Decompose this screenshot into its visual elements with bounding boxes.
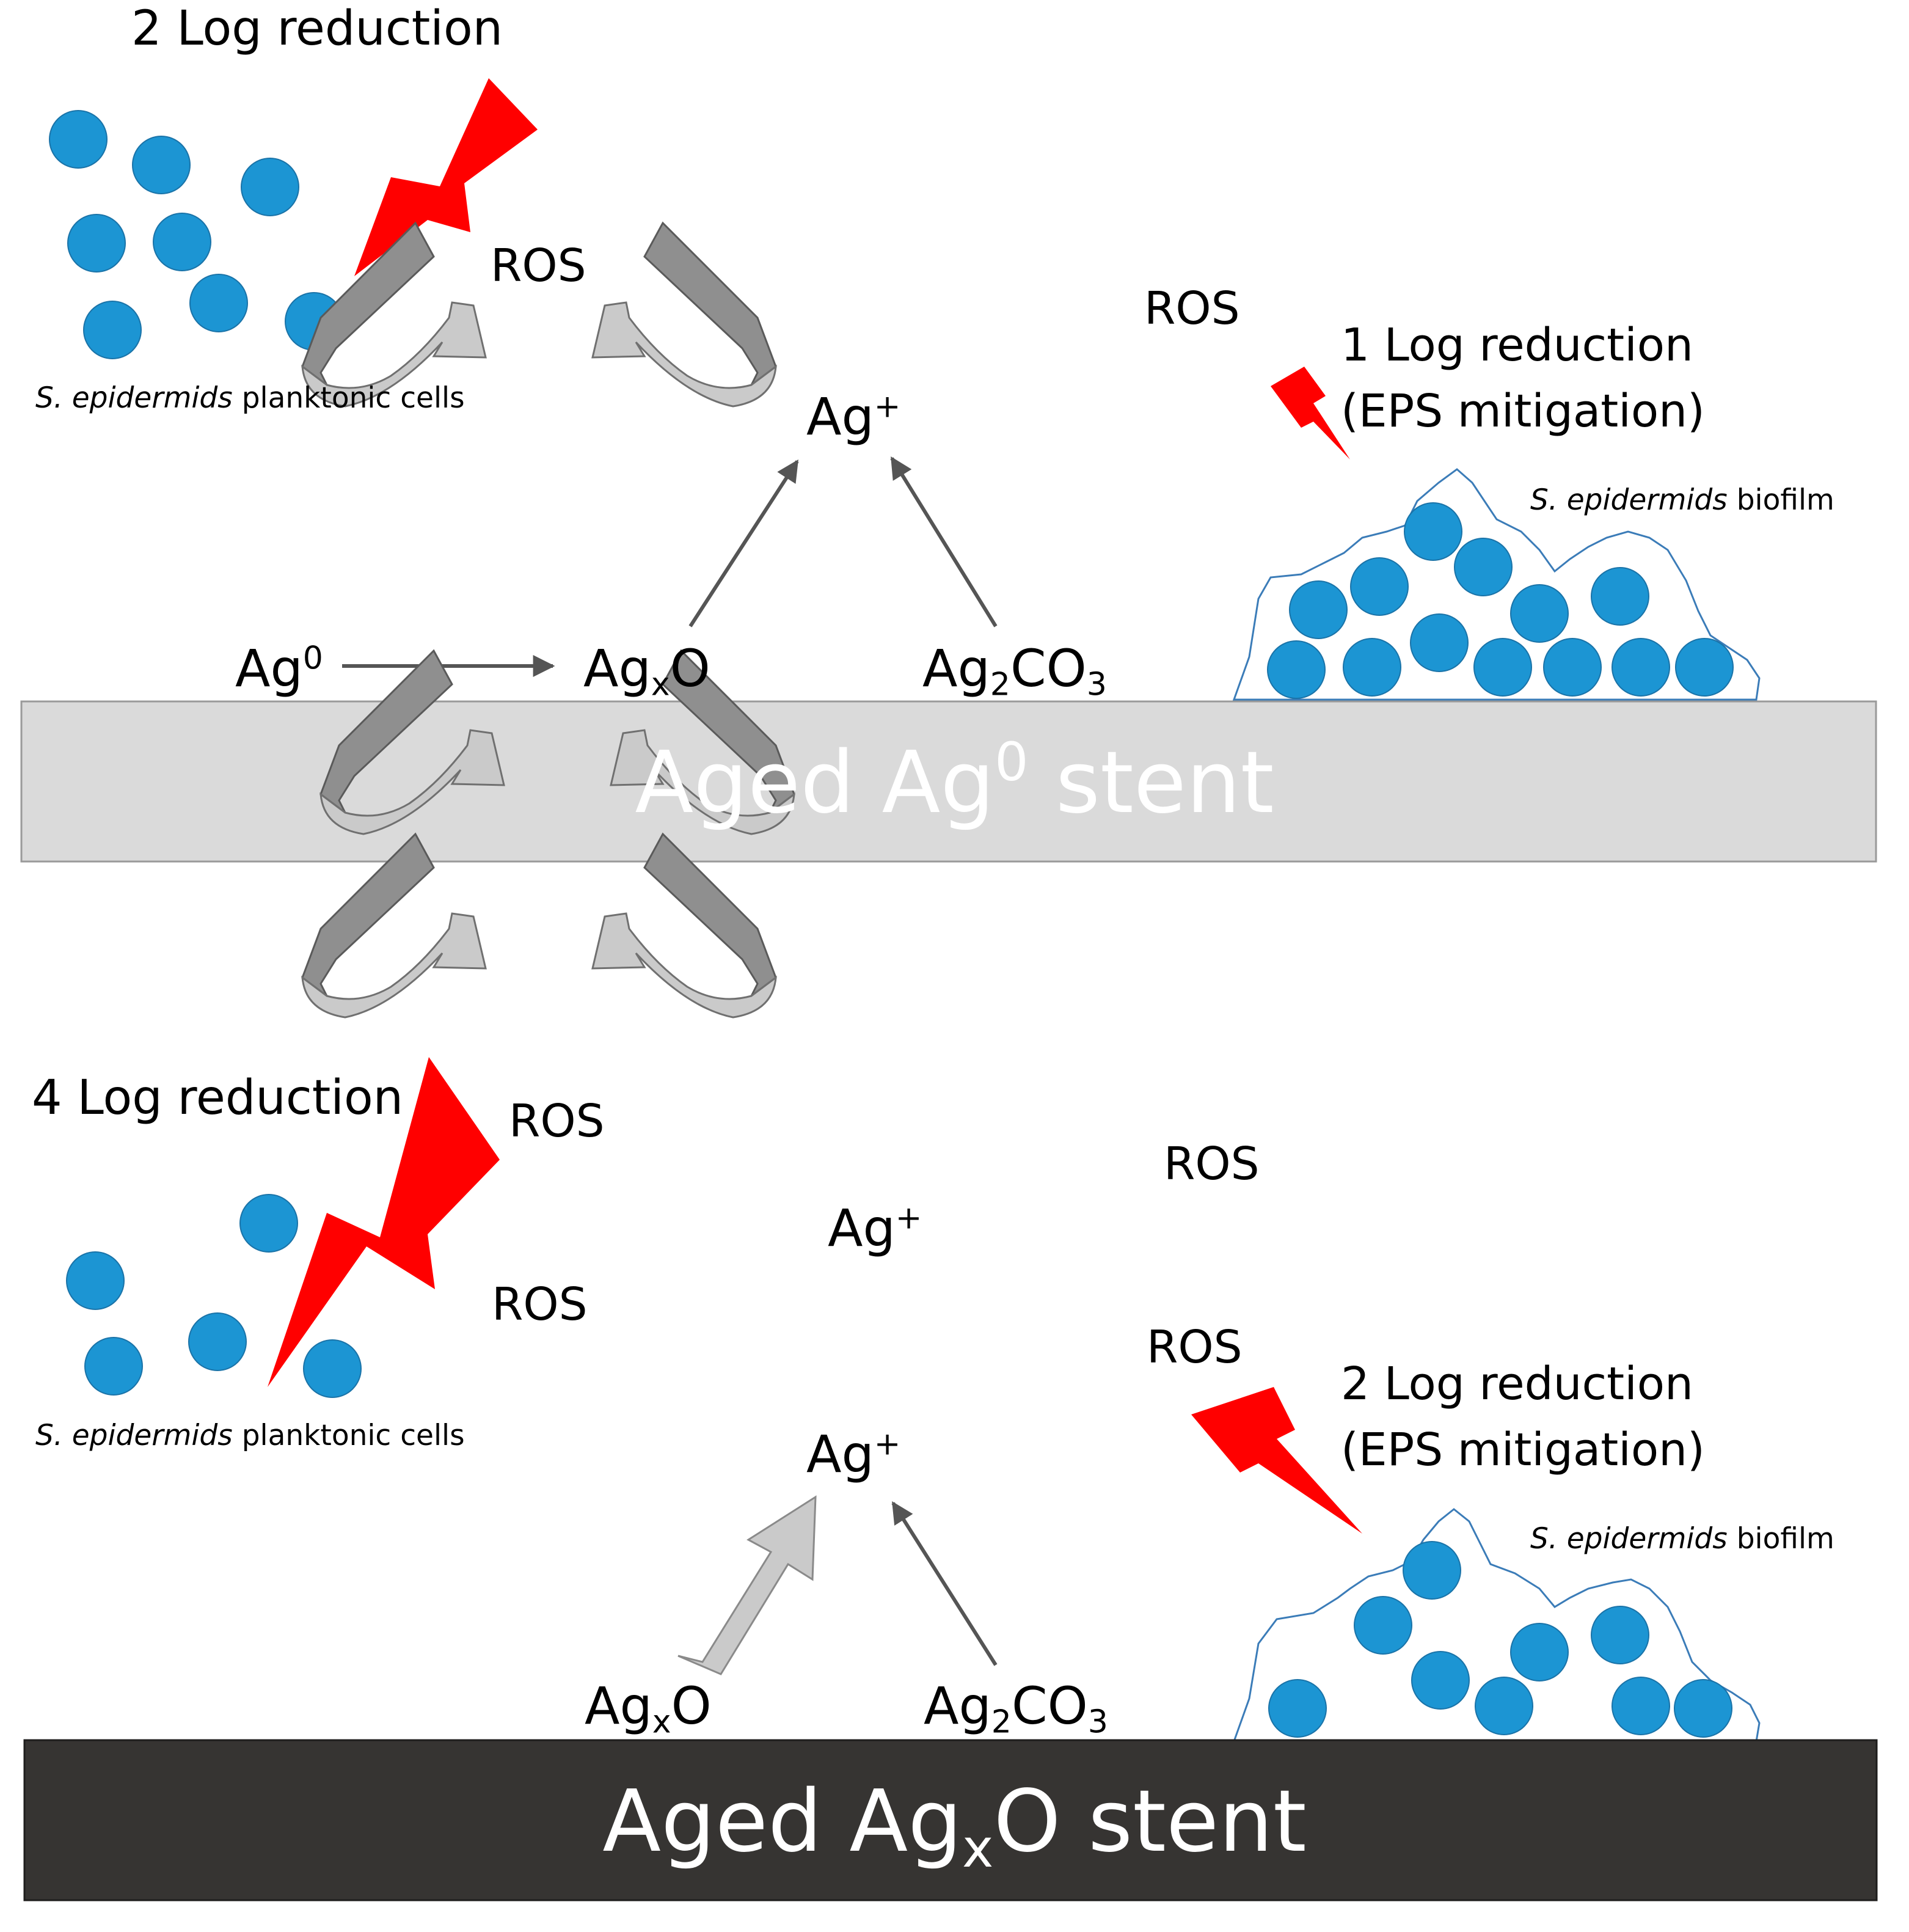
bottom-ag-plus-upper-label: Ag+ (828, 1198, 922, 1258)
biofilm-outline (1232, 468, 1761, 701)
bacterial-cell (1473, 638, 1532, 697)
bacterial-cell (1591, 1606, 1649, 1664)
bacterial-cell (1612, 638, 1670, 697)
curved-ros-arrow-icon (591, 832, 777, 1019)
bacterial-cell (1510, 1623, 1569, 1681)
bottom-ros-lower-left-label: ROS (492, 1278, 588, 1331)
bottom-stent-label: Aged AgxO stent (602, 1772, 1307, 1880)
biofilm-outline (1232, 1508, 1761, 1743)
top-panel (20, 78, 1877, 863)
bacterial-cell (1350, 557, 1409, 616)
bottom-planktonic-caption: S. epidermids planktonic cells (35, 1419, 465, 1452)
top-ag2co3-label: Ag2CO3 (922, 639, 1107, 703)
bacterial-cell (1410, 613, 1469, 672)
bottom-agxo-label: AgxO (585, 1676, 712, 1741)
lightning-bolt-icon (1271, 367, 1350, 459)
bacterial-cell (1268, 1679, 1327, 1738)
bacterial-cell (1675, 638, 1734, 697)
top-biofilm-reduction-label: 1 Log reduction (1341, 319, 1693, 371)
bottom-ros-lower-right-label: ROS (1147, 1321, 1243, 1374)
bacterial-cell (66, 1251, 125, 1310)
bacterial-cell (1591, 567, 1649, 626)
top-planktonic-reduction-label: 2 Log reduction (131, 1, 503, 56)
bottom-ros-upper-right-label: ROS (1164, 1138, 1260, 1190)
bacterial-cell (83, 301, 142, 359)
curved-ros-arrow-icon (301, 221, 487, 408)
top-planktonic-caption: S. epidermids planktonic cells (35, 381, 465, 415)
bottom-biofilm-reduction-label: 2 Log reduction (1341, 1358, 1693, 1410)
bacterial-cell (1674, 1679, 1732, 1738)
arrow-ag2co3-to-agplus (890, 456, 998, 628)
lightning-bolt-icon (354, 78, 538, 276)
top-biofilm-cells (1267, 502, 1734, 699)
bacterial-cell (1289, 580, 1348, 639)
bacterial-cell (1343, 638, 1401, 697)
top-planktonic-cells (49, 110, 343, 359)
bacterial-cell (1543, 638, 1602, 697)
top-ag0-label: Ag0 (235, 639, 323, 698)
bottom-biofilm-caption: S. epidermids biofilm (1530, 1522, 1834, 1556)
bacterial-cell (153, 213, 211, 271)
bacterial-cell (1404, 502, 1462, 561)
top-biofilm-caption: S. epidermids biofilm (1530, 483, 1834, 517)
bacterial-cell (49, 110, 108, 169)
bacterial-cell (1510, 584, 1569, 643)
top-ros-right-label: ROS (1144, 282, 1240, 335)
lightning-bolt-icon (268, 1057, 500, 1387)
top-ag-plus-label: Ag+ (806, 387, 901, 447)
bottom-biofilm-mitigation-label: (EPS mitigation) (1341, 1424, 1705, 1476)
bottom-stent-bar (23, 1739, 1878, 1901)
bottom-ag-plus-lower-label: Ag+ (806, 1424, 901, 1484)
bacterial-cell (1411, 1651, 1470, 1710)
bacterial-cell (241, 158, 299, 216)
bacterial-cell (1354, 1596, 1412, 1655)
top-stent-label: Aged Ag0 stent (635, 731, 1274, 833)
bottom-ag2co3-label: Ag2CO3 (924, 1676, 1108, 1741)
bacterial-cell (1454, 538, 1513, 596)
arrow-agxo-to-agplus (688, 459, 799, 628)
curved-ros-arrow-icon (301, 832, 487, 1019)
lightning-bolt-icon (1191, 1387, 1362, 1534)
bacterial-cell (1475, 1677, 1533, 1735)
block-arrow-agxo-to-agplus (677, 1495, 817, 1675)
bacterial-cell (189, 274, 248, 332)
arrow-ag2co3-to-agplus (891, 1501, 998, 1666)
bacterial-cell (188, 1312, 247, 1371)
curved-ros-arrow-icon (591, 221, 777, 408)
curved-ros-arrow-icon (610, 649, 795, 835)
bacterial-cell (67, 214, 126, 273)
bacterial-cell (1403, 1541, 1461, 1600)
bottom-biofilm-cells (1268, 1541, 1732, 1738)
top-ros-left-label: ROS (491, 240, 586, 292)
bacterial-cell (1612, 1677, 1670, 1735)
bottom-ros-upper-left-label: ROS (509, 1095, 605, 1147)
bottom-planktonic-reduction-label: 4 Log reduction (32, 1070, 404, 1125)
bottom-planktonic-cells (66, 1194, 362, 1398)
curved-ros-arrow-icon (319, 649, 505, 835)
top-agxo-label: AgxO (583, 639, 710, 703)
bacterial-cell (303, 1339, 362, 1398)
bacterial-cell (84, 1337, 143, 1396)
top-biofilm-mitigation-label: (EPS mitigation) (1341, 385, 1705, 437)
bacterial-cell (239, 1194, 298, 1253)
bacterial-cell (1267, 640, 1326, 699)
bacterial-cell (132, 136, 191, 194)
bottom-panel (23, 649, 1878, 1901)
